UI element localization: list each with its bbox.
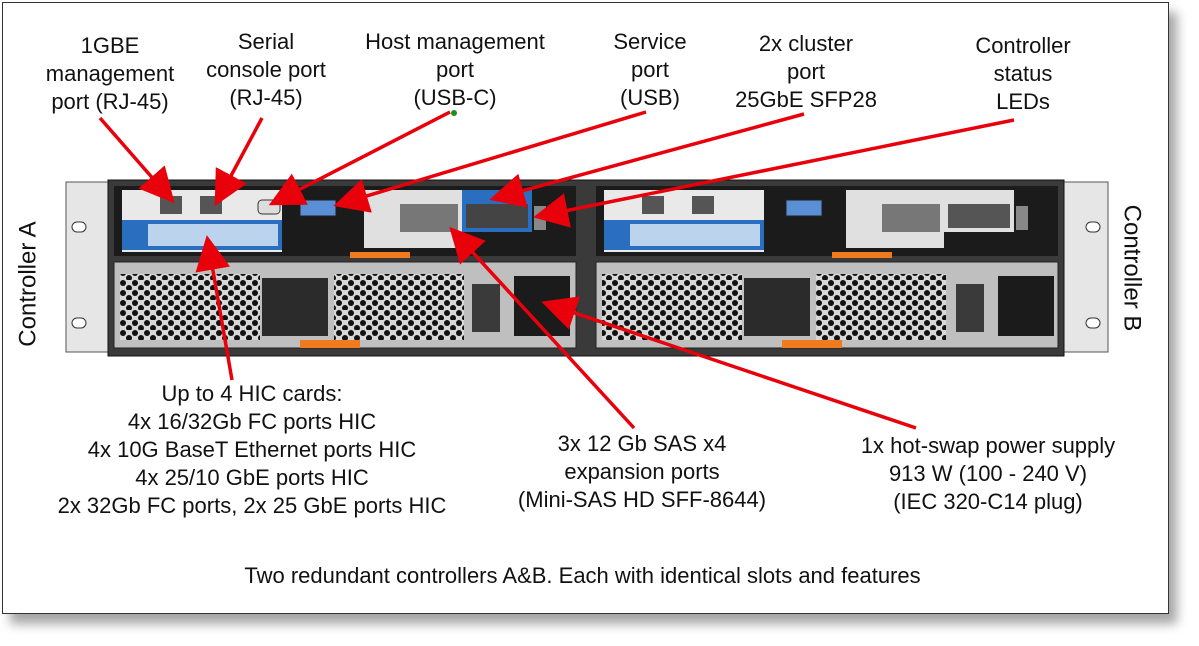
- power-supply-b: [595, 261, 1059, 349]
- label-controller-b: Controller B: [1118, 204, 1146, 332]
- power-switch-a: [472, 284, 500, 332]
- controller-b-canister: [596, 186, 1058, 258]
- label-controller-a: Controller A: [14, 221, 42, 347]
- callout-arrows: [98, 110, 1015, 430]
- rj45-mgmt-port-a: [160, 196, 182, 214]
- usb-port-a: [299, 199, 337, 217]
- left-rack-ear: [65, 181, 113, 353]
- sfp28-ports-a: [466, 204, 528, 228]
- power-supply-a: [113, 261, 577, 349]
- caption: Two redundant controllers A&B. Each with…: [244, 563, 921, 588]
- label-hic-cards: Up to 4 HIC cards:4x 16/32Gb FC ports HI…: [57, 381, 447, 518]
- sas-ports-a: [400, 204, 458, 232]
- right-rack-ear: [1061, 181, 1109, 353]
- status-leds-a: [534, 206, 546, 230]
